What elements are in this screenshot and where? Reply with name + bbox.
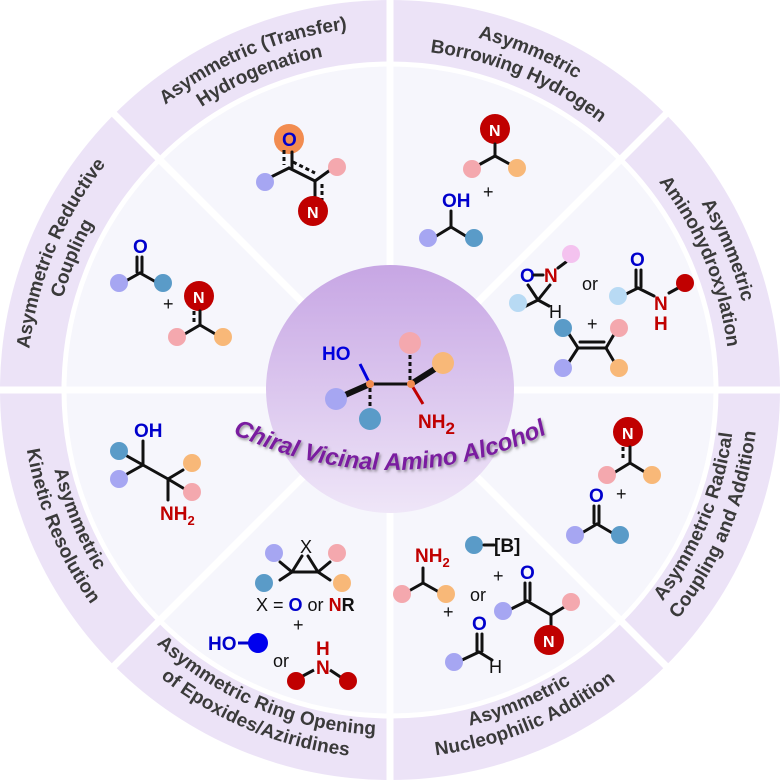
svg-text:H: H (654, 314, 668, 335)
svg-text:+: + (587, 314, 598, 334)
borrowing-hydrogen-substrates: N + OH (419, 114, 526, 247)
svg-text:H: H (316, 639, 330, 660)
nucleophilic-addition-substrates: NH2 + [B] + or O H O N (393, 536, 580, 677)
svg-text:N: N (193, 290, 205, 307)
amine-label: NH2 (418, 412, 455, 438)
svg-text:+: + (163, 294, 174, 314)
substituent-steelblue (359, 408, 381, 430)
substituent-lavender (325, 388, 347, 410)
svg-text:+: + (616, 484, 627, 504)
transfer-hydrogenation-substrate: O N (256, 124, 346, 226)
svg-text:NH2: NH2 (160, 504, 195, 528)
kinetic-resolution-substrate: OH NH2 (110, 421, 201, 528)
center-amino-alcohol-molecule: HO NH2 (322, 332, 455, 438)
svg-text:N: N (654, 294, 668, 315)
svg-text:NH2: NH2 (415, 546, 450, 570)
svg-text:N: N (316, 658, 330, 679)
svg-text:O: O (630, 250, 645, 271)
svg-text:OH: OH (134, 421, 163, 442)
svg-text:O: O (520, 563, 535, 584)
svg-text:O: O (472, 614, 487, 635)
svg-text:or: or (470, 585, 486, 605)
svg-text:N: N (307, 205, 319, 222)
radical-coupling-substrates: N + O (566, 417, 661, 544)
svg-text:N: N (489, 123, 501, 140)
aminohydroxylation-substrates: O N H or O N H + (509, 245, 694, 377)
hydroxyl-label: HO (322, 344, 351, 365)
svg-text:O: O (589, 486, 604, 507)
svg-text:HO: HO (208, 634, 237, 655)
ring-opening-substrates: X X = O or NR + HO or H N (208, 537, 357, 690)
svg-text:O: O (282, 130, 297, 151)
svg-text:X = O or NR: X = O or NR (256, 595, 355, 615)
svg-text:N: N (543, 634, 555, 651)
svg-text:or: or (582, 274, 598, 294)
reductive-coupling-substrates: O + N (110, 237, 232, 346)
svg-text:N: N (544, 266, 558, 287)
svg-text:O: O (520, 266, 535, 287)
svg-text:X: X (300, 537, 312, 557)
svg-text:H: H (489, 657, 502, 677)
svg-text:OH: OH (442, 191, 471, 212)
svg-text:+: + (443, 602, 454, 622)
substituent-pink (399, 332, 421, 354)
center-circle (266, 265, 514, 513)
svg-text:[B]: [B] (494, 536, 520, 557)
svg-text:H: H (549, 302, 562, 322)
svg-text:N: N (622, 426, 634, 443)
svg-text:+: + (293, 615, 304, 635)
svg-text:+: + (493, 566, 504, 586)
substituent-orange (432, 352, 454, 374)
svg-text:O: O (133, 237, 148, 258)
svg-text:+: + (483, 182, 494, 202)
svg-text:or: or (273, 651, 289, 671)
